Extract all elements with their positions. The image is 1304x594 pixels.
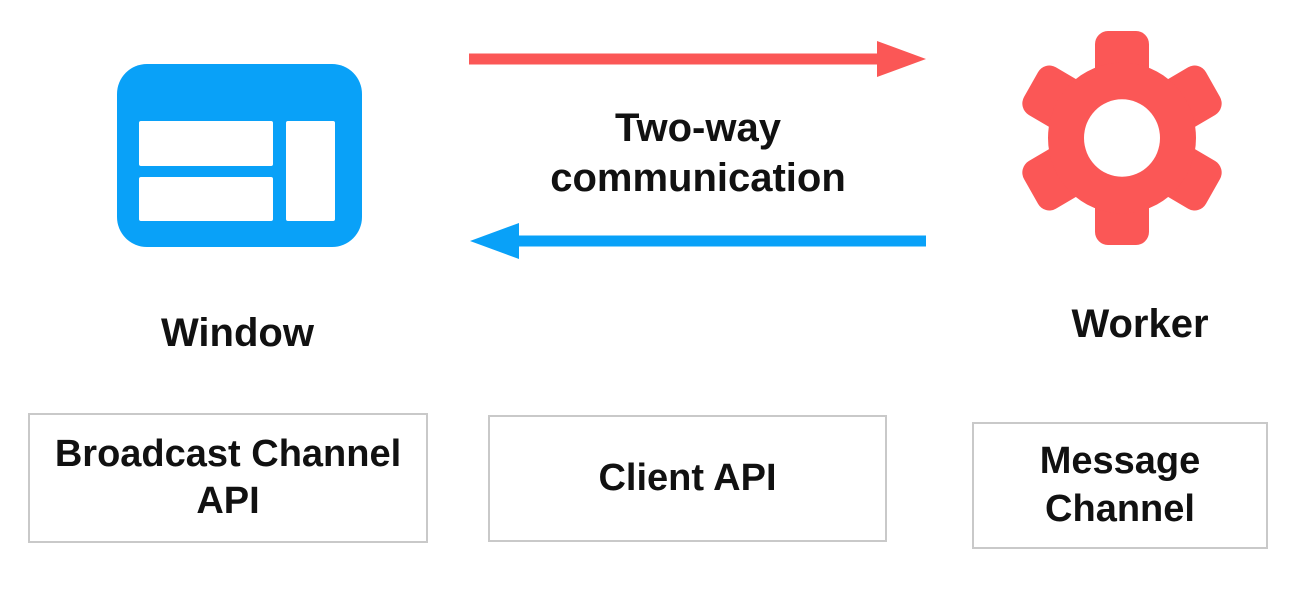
window-content-block-bottom xyxy=(139,177,273,221)
box-label: Message Channel xyxy=(1039,440,1201,530)
window-content-block-top xyxy=(139,121,273,166)
box-label: Client API xyxy=(598,456,777,499)
gear-icon xyxy=(1022,31,1222,245)
worker-label: Worker xyxy=(1071,302,1209,346)
message-channel-box: Message Channel xyxy=(972,422,1268,549)
box-label: Broadcast Channel API xyxy=(54,432,402,522)
arrow-left-icon xyxy=(470,223,926,259)
client-api-box: Client API xyxy=(488,415,887,542)
arrow-right-icon xyxy=(469,41,926,77)
broadcast-channel-api-box: Broadcast Channel API xyxy=(28,413,428,543)
window-sidebar-block xyxy=(286,121,335,221)
browser-window-icon xyxy=(117,64,362,247)
window-label: Window xyxy=(161,311,314,355)
communication-label: Two-way communication xyxy=(550,106,846,200)
